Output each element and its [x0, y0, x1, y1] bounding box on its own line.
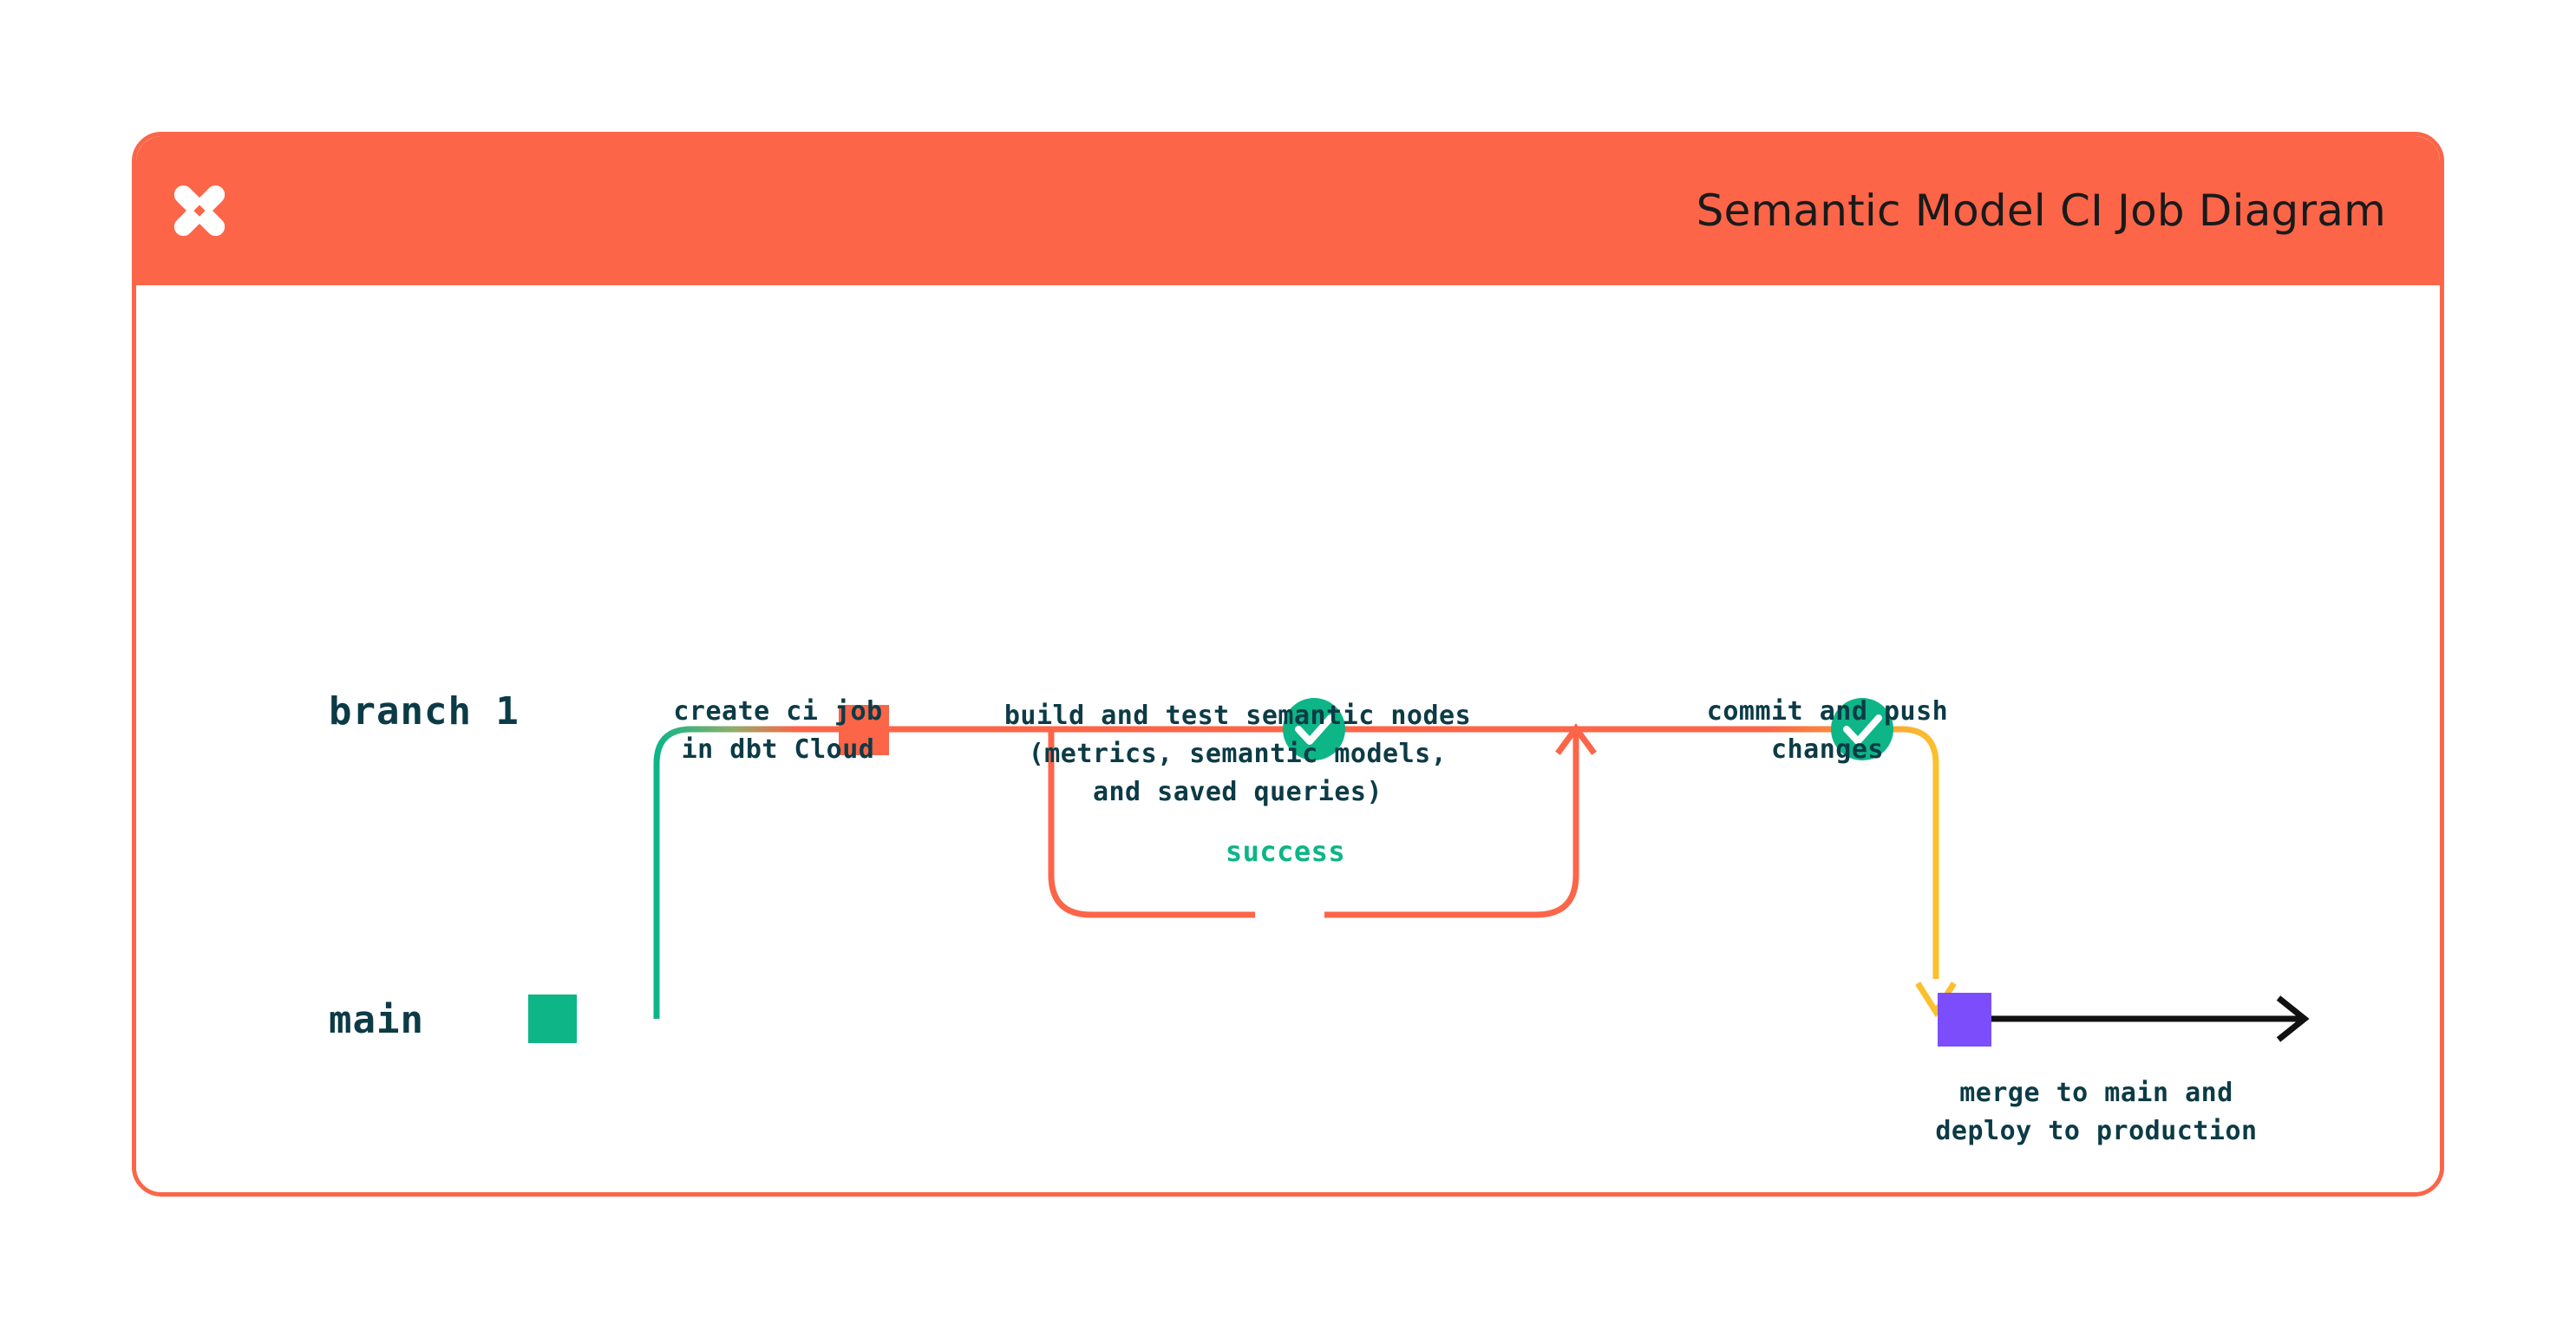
production-arrowhead-icon [2276, 995, 2310, 1042]
caption-build-and-test: build and test semantic nodes (metrics, … [1004, 701, 1472, 807]
caption-commit-and-push: commit and push changes [1706, 696, 1949, 765]
edge-label-success: success [1160, 833, 1411, 870]
card-header: Semantic Model CI Job Diagram [136, 136, 2440, 285]
dbt-logo-icon [173, 185, 226, 237]
page-title: Semantic Model CI Job Diagram [1696, 186, 2386, 236]
card-body: branch 1 main create ci job in dbt Cloud… [136, 285, 2440, 1192]
success-return-arrowhead-icon [1555, 723, 1597, 755]
main-start-marker[interactable] [528, 995, 577, 1043]
caption-create-ci-job: create ci job in dbt Cloud [673, 696, 883, 765]
branch1-departure-line [653, 726, 795, 1019]
caption-merge-to-main: merge to main and deploy to production [1935, 1078, 2258, 1146]
diagram-card: Semantic Model CI Job Diagram [132, 132, 2444, 1197]
commit-and-push-marker[interactable] [1831, 698, 1893, 760]
success-loop-right [1324, 729, 1579, 918]
success-loop-left [1048, 729, 1255, 918]
create-ci-job-marker[interactable] [839, 705, 889, 755]
build-and-test-marker[interactable] [1283, 698, 1345, 760]
lane-label-main: main [329, 998, 424, 1042]
commit-to-merge-line [1767, 726, 1939, 979]
lane-label-branch1: branch 1 [329, 689, 520, 734]
merge-to-main-marker[interactable] [1938, 993, 1991, 1047]
ci-job-flow-diagram [528, 698, 2310, 1047]
